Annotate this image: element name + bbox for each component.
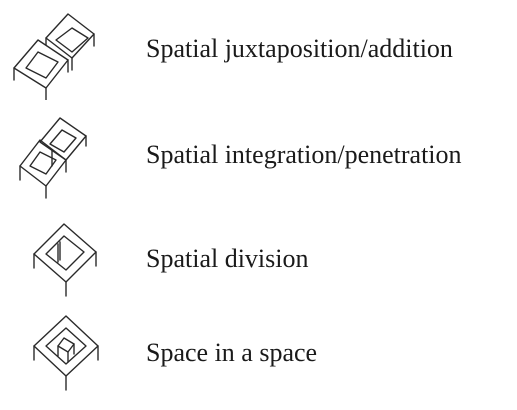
divided-box-icon: [33, 223, 97, 297]
interlocking-boxes-icon: [19, 117, 87, 199]
legend-row-integration: Spatial integration/penetration: [0, 102, 517, 202]
legend-label-juxtaposition: Spatial juxtaposition/addition: [146, 34, 453, 63]
legend-label-space-in-space: Space in a space: [146, 338, 318, 367]
legend-label-integration: Spatial integration/penetration: [146, 140, 462, 169]
juxtaposed-boxes-icon: [13, 13, 95, 100]
legend-row-juxtaposition: Spatial juxtaposition/addition: [0, 0, 517, 100]
legend-row-space-in-space: Space in a space: [0, 310, 517, 410]
legend-label-division: Spatial division: [146, 244, 309, 273]
legend-row-division: Spatial division: [0, 212, 517, 312]
nested-box-icon: [33, 315, 99, 391]
